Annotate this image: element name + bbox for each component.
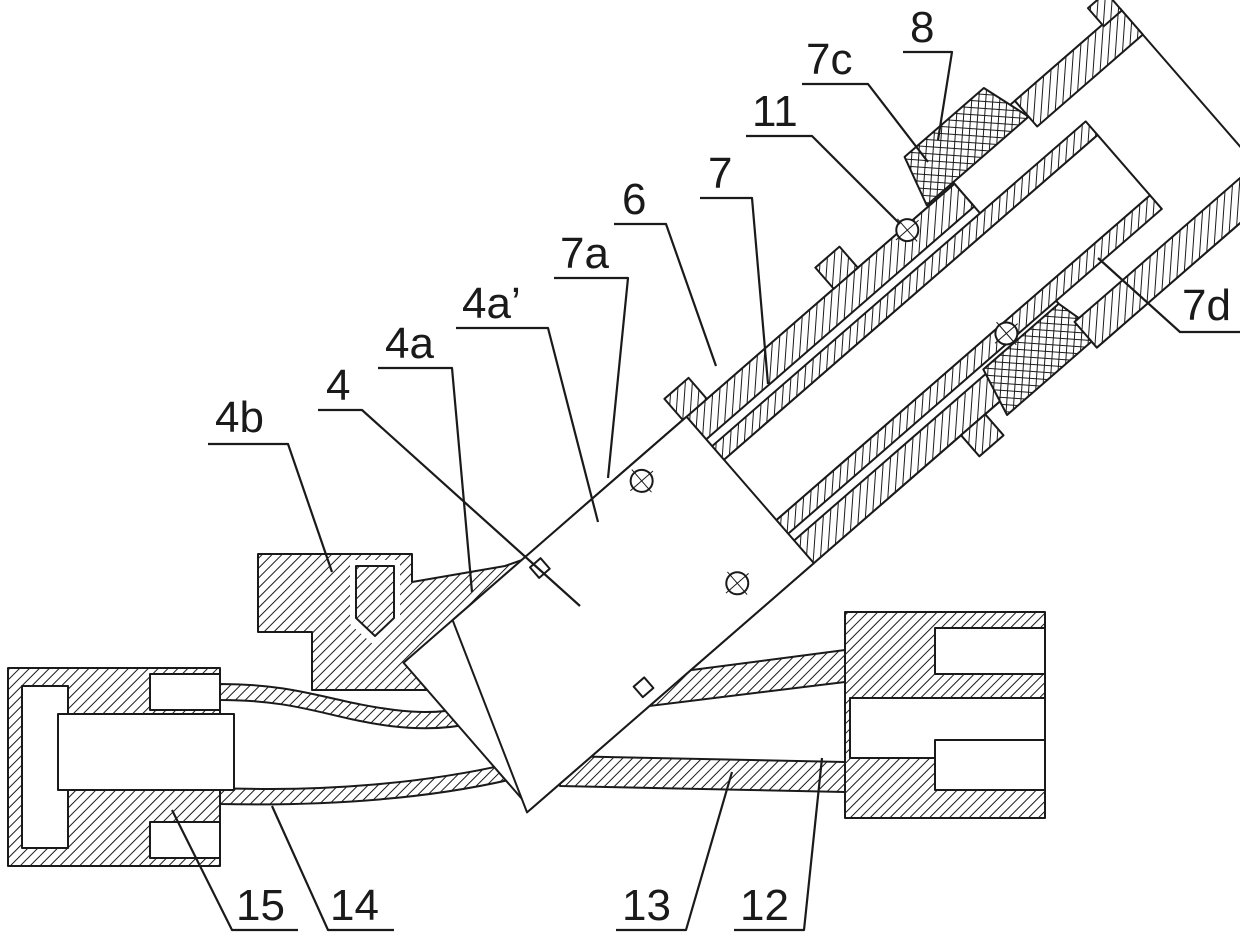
tube-lug [663,376,708,421]
seal-ring [632,676,655,699]
diagonal-barrel-assembly [402,0,1240,814]
leader-line-4b [208,442,334,573]
connector-top-wall [1013,7,1144,128]
tube-lug [959,413,1005,458]
leader-line-7d [1097,257,1240,334]
leader-line-11 [746,134,901,225]
valve-spindle-nose [451,415,815,814]
leader-line-15 [171,809,298,932]
right-coupling-nut [844,611,1046,819]
leader-line-7 [700,196,770,385]
ball-details [629,218,1019,596]
connector-bottom-wall [1073,163,1240,349]
upper-packing-nut [903,87,1030,207]
leader-line-4a-prime [456,326,600,523]
leader-line-4a [378,366,474,593]
connector-rim-lug [1086,0,1123,28]
leader-line-4 [318,408,581,607]
left-coupling-nut [7,667,235,867]
leader-line-6 [614,222,718,367]
leader-line-14 [270,805,394,932]
leader-line-13 [616,771,734,932]
leader-lines [171,50,1240,932]
leader-line-8 [903,50,954,141]
tube-lug [814,245,859,290]
leader-line-7c [802,82,929,163]
leader-line-12 [734,757,824,932]
lower-packing-nut [982,302,1102,417]
body-bolt [355,565,395,637]
leader-line-7a [554,276,630,479]
